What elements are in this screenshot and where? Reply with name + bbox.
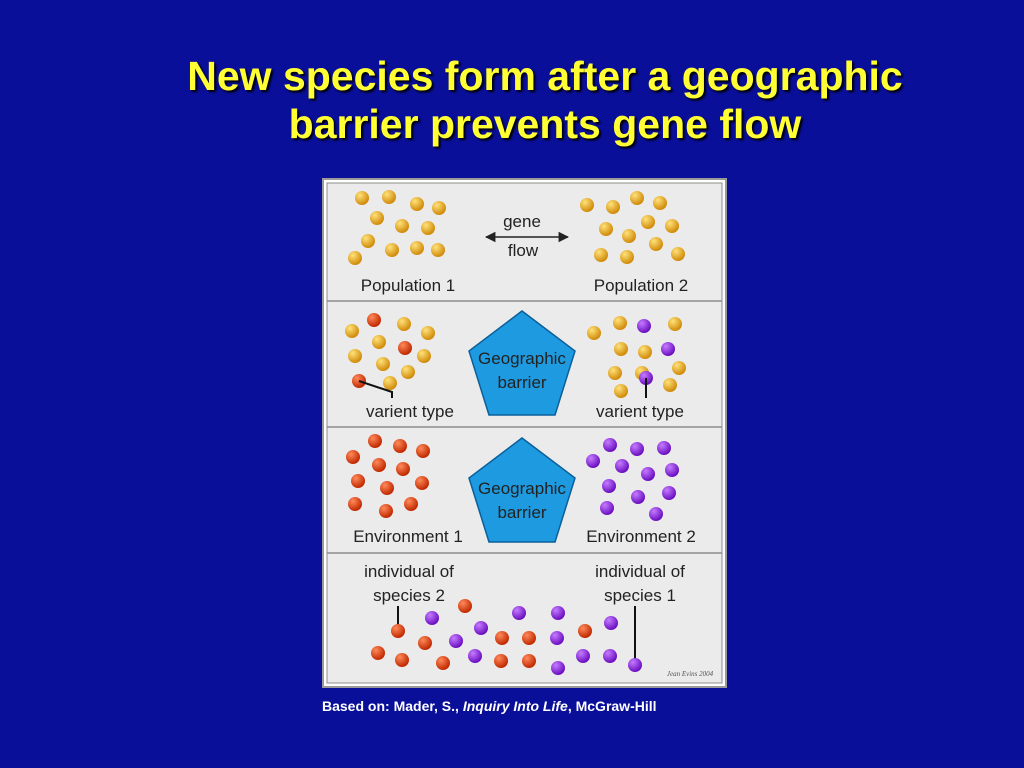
population-2-dots — [580, 191, 685, 264]
barrier-2-line-1: Geographic — [478, 479, 566, 498]
source-caption: Based on: Mader, S., Inquiry Into Life, … — [322, 698, 752, 714]
speciation-diagram: gene flow Population 1 Population 2 — [322, 178, 727, 688]
environment-1-label: Environment 1 — [353, 527, 463, 546]
barrier-1-line-2: barrier — [497, 373, 546, 392]
flow-label: flow — [508, 241, 539, 260]
variant-type-right-label: varient type — [596, 402, 684, 421]
environment-1-dots — [346, 434, 430, 518]
species-1-label-line-2: species 1 — [604, 586, 676, 605]
barrier-2-line-2: barrier — [497, 503, 546, 522]
geographic-barrier-pentagon-1 — [468, 310, 576, 416]
slide-title: New species form after a geographic barr… — [140, 52, 950, 148]
panel-1: gene flow Population 1 Population 2 — [348, 190, 688, 295]
geographic-barrier-pentagon-2 — [468, 437, 576, 543]
environment-2-dots — [586, 438, 679, 521]
panel-4: individual of species 2 individual of sp… — [364, 562, 714, 678]
caption-prefix: Based on: Mader, S., — [322, 698, 463, 714]
diagram-svg: gene flow Population 1 Population 2 — [322, 178, 727, 688]
population-1-dots — [348, 190, 446, 265]
title-line-1: New species form after a geographic — [187, 53, 903, 99]
mixed-population-dots — [371, 599, 642, 675]
barrier-1-line-1: Geographic — [478, 349, 566, 368]
variant-pointer-left — [358, 380, 393, 398]
species-1-label-line-1: individual of — [595, 562, 685, 581]
title-line-2: barrier prevents gene flow — [288, 101, 802, 147]
population-1-label: Population 1 — [361, 276, 456, 295]
variant-type-left-label: varient type — [366, 402, 454, 421]
population-2-label: Population 2 — [594, 276, 689, 295]
panel-2-left-dots — [345, 313, 435, 390]
panel-2-right-dots — [587, 316, 686, 398]
panel-2: Geographic barrier varient type varient … — [345, 310, 686, 421]
species-2-label-line-1: individual of — [364, 562, 454, 581]
artist-signature: Jean Evins 2004 — [667, 670, 714, 678]
caption-book-title: Inquiry Into Life — [462, 698, 568, 714]
environment-2-label: Environment 2 — [586, 527, 696, 546]
species-2-label-line-2: species 2 — [373, 586, 445, 605]
gene-label: gene — [503, 212, 541, 231]
caption-suffix: , McGraw-Hill — [567, 698, 657, 714]
panel-3: Geographic barrier Environment 1 Environ… — [346, 434, 696, 546]
